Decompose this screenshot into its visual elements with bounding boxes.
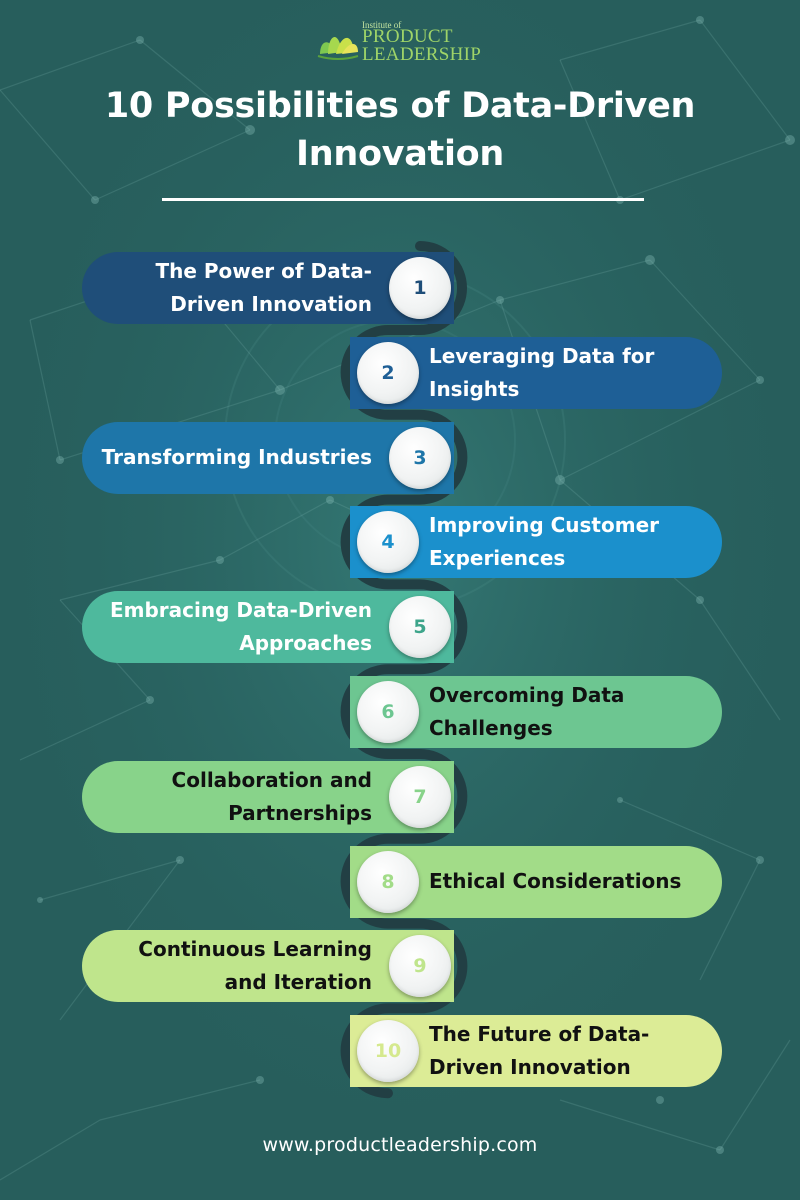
item-label: Continuous Learning and Iteration xyxy=(138,937,372,995)
list-item: Continuous Learning and Iteration 9 xyxy=(82,930,454,1003)
item-label: Leveraging Data for Insights xyxy=(429,343,655,401)
item-label: Ethical Considerations xyxy=(429,869,682,894)
brand-logo: Institute of PRODUCT LEADERSHIP xyxy=(316,16,496,66)
title-underline xyxy=(162,198,644,201)
list-item: Embracing Data-Driven Approaches 5 xyxy=(82,591,454,664)
item-label: Overcoming Data Challenges xyxy=(429,683,625,740)
item-number-badge: 2 xyxy=(357,341,419,404)
item-label: Embracing Data-Driven Approaches xyxy=(109,598,372,656)
item-number-badge: 3 xyxy=(389,426,451,489)
logo-wordmark: PRODUCT LEADERSHIP xyxy=(362,26,482,65)
item-number-badge: 9 xyxy=(389,935,451,998)
logo-line-product: PRODUCT xyxy=(362,26,453,47)
item-label: The Power of Data-Driven Innovation xyxy=(155,259,372,316)
list-item: Transforming Industries 3 xyxy=(82,421,454,494)
item-number-badge: 6 xyxy=(357,681,419,743)
item-number-badge: 5 xyxy=(389,596,451,659)
website-link[interactable]: www.productleadership.com xyxy=(262,1134,538,1156)
list-item: The Power of Data-Driven Innovation 1 xyxy=(82,252,454,324)
item-label: Improving Customer Experiences xyxy=(429,513,659,571)
page-title: 10 Possibilities of Data-Driven Innovati… xyxy=(104,86,696,174)
item-number-badge: 4 xyxy=(357,511,419,574)
item-label: Transforming Industries xyxy=(101,445,372,470)
item-label: The Future of Data-Driven Innovation xyxy=(429,1022,650,1080)
item-number-badge: 8 xyxy=(357,850,419,913)
list-item: 8 Ethical Considerations xyxy=(350,845,722,918)
item-label: Collaboration and Partnerships xyxy=(171,767,372,825)
item-number-badge: 10 xyxy=(357,1020,419,1083)
item-number-badge: 1 xyxy=(389,257,451,319)
list-item: Collaboration and Partnerships 7 xyxy=(82,760,454,833)
leaf-logo-icon xyxy=(317,37,359,60)
logo-line-leadership: LEADERSHIP xyxy=(362,44,482,65)
item-number-badge: 7 xyxy=(389,765,451,828)
logo-subtitle: Institute of xyxy=(362,20,402,30)
